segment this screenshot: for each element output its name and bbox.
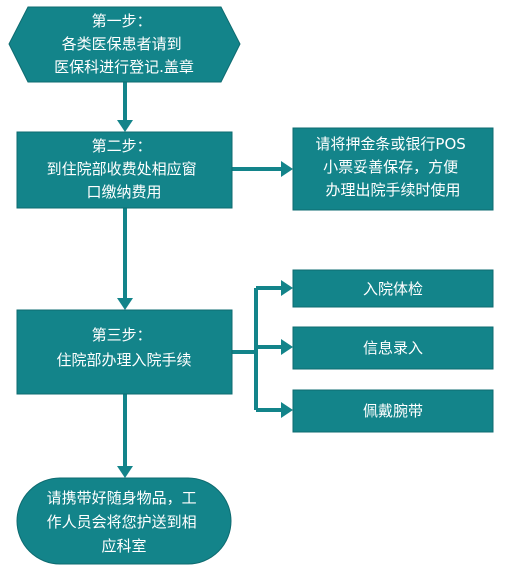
- step1-node: 第一步： 各类医保患者请到 医保科进行登记.盖章: [8, 6, 241, 83]
- step3-text: 第三步： 住院部办理入院手续: [56, 326, 191, 369]
- step2-text: 第二步： 到住院部收费处相应窗 口缴纳费用: [47, 137, 202, 201]
- arrowhead-step2: [117, 120, 133, 132]
- final-line-3: 应科室: [101, 537, 146, 555]
- deposit-note-line-2: 小票妥善保存，方便: [323, 158, 458, 176]
- arrowhead-item3: [281, 402, 293, 418]
- sub-item-3-label: 佩戴腕带: [363, 402, 423, 420]
- arrowhead-item2: [281, 339, 293, 355]
- final-line-1: 请携带好随身物品，工: [47, 489, 197, 507]
- step2-line-1: 第二步：: [92, 137, 152, 155]
- sub-item-1-shape: [292, 269, 494, 308]
- deposit-note-line-1: 请将押金条或银行POS: [315, 135, 465, 153]
- arrowhead-step3: [117, 298, 133, 310]
- step1-shape: [8, 6, 241, 83]
- step2-node: 第二步： 到住院部收费处相应窗 口缴纳费用: [16, 131, 233, 209]
- arrowhead-final: [117, 466, 133, 478]
- deposit-note-node: 请将押金条或银行POS 小票妥善保存，方便 办理出院手续时使用: [292, 127, 494, 211]
- deposit-note-shape: [292, 127, 494, 211]
- final-line-2: 作人员会将您护送到相: [47, 513, 197, 531]
- arrowhead-item1: [281, 280, 293, 296]
- step3-node: 第三步： 住院部办理入院手续: [16, 309, 233, 395]
- connectors: [117, 82, 293, 478]
- step1-line-3: 医保科进行登记.盖章: [54, 58, 194, 76]
- sub-item-wristband: 佩戴腕带: [292, 389, 494, 433]
- final-shape: [16, 477, 232, 565]
- step2-line-2: 到住院部收费处相应窗: [47, 160, 197, 178]
- final-node: 请携带好随身物品，工 作人员会将您护送到相 应科室: [16, 477, 232, 565]
- step3-line-1: 第三步：: [92, 326, 152, 344]
- step3-shape: [16, 309, 233, 395]
- step1-text: 第一步： 各类医保患者请到 医保科进行登记.盖章: [54, 12, 194, 76]
- sub-item-info-entry: 信息录入: [292, 326, 494, 370]
- step3-line-2: 住院部办理入院手续: [56, 351, 191, 369]
- final-text: 请携带好随身物品，工 作人员会将您护送到相 应科室: [47, 489, 202, 555]
- sub-item-3-shape: [292, 389, 494, 433]
- deposit-note-line-3: 办理出院手续时使用: [325, 181, 460, 199]
- step1-line-1: 第一步：: [92, 12, 152, 30]
- step2-line-3: 口缴纳费用: [86, 183, 161, 201]
- deposit-note-text: 请将押金条或银行POS 小票妥善保存，方便 办理出院手续时使用: [315, 135, 470, 199]
- sub-item-2-shape: [292, 326, 494, 370]
- sub-item-physical-exam: 入院体检: [292, 269, 494, 308]
- step2-shape: [16, 131, 233, 209]
- arrowhead-note: [281, 161, 293, 177]
- sub-item-2-label: 信息录入: [363, 339, 423, 357]
- step1-line-2: 各类医保患者请到: [62, 35, 182, 53]
- sub-item-1-label: 入院体检: [363, 280, 423, 298]
